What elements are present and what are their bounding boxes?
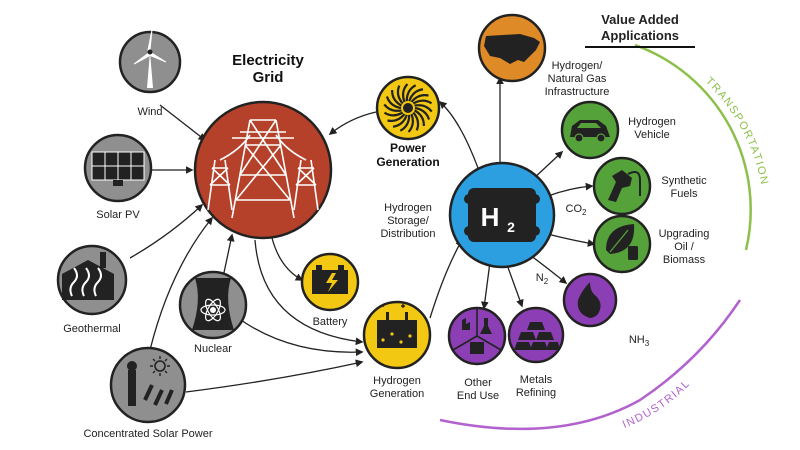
factory-flask-icon (452, 308, 502, 354)
transportation-arc-label: TRANSPORTATION (703, 75, 770, 187)
arrow-h2-synfuels (547, 182, 594, 197)
turbine-blade (410, 94, 429, 103)
hydrogen-generation-label: Hydrogen Generation (369, 375, 425, 400)
solar-panel-icon (91, 151, 145, 186)
arrow-wind-grid (159, 104, 207, 141)
infrastructure-node (477, 13, 547, 83)
turbine-blade (383, 103, 402, 112)
upgrading-label: Upgrading Oil / Biomass (658, 228, 710, 266)
ingots-icon (514, 322, 560, 350)
turbine-blade (414, 109, 425, 127)
metals-label: Metals Refining (515, 374, 557, 399)
turbine-blade (414, 104, 433, 113)
solar-pv-node (83, 133, 153, 203)
arrow-power-grid (328, 111, 377, 135)
geothermal-label: Geothermal (63, 323, 121, 335)
power-generation-node (375, 75, 441, 141)
co2-annotation: CO2 (565, 203, 587, 218)
arrow-csp-h2gen (185, 359, 364, 393)
turbine-icon (403, 103, 413, 113)
vehicle-node (560, 100, 620, 160)
h2-symbol: H (481, 202, 500, 232)
grid-node (193, 100, 333, 240)
nuclear-label: Nuclear (194, 343, 232, 355)
turbine-blade (412, 99, 433, 105)
csp-label: Concentrated Solar Power (83, 428, 213, 440)
arrow-grid-battery (271, 237, 304, 281)
grid-title: Electricity Grid (232, 52, 304, 86)
solar-tower-icon (127, 356, 174, 406)
arrow-h2-power (438, 100, 479, 169)
battery-label: Battery (312, 316, 348, 328)
arrow-nuclear-h2gen (237, 317, 364, 357)
hydrogen-node: H 2 (448, 161, 556, 269)
other-end-use-node (447, 306, 507, 366)
wind-node (118, 29, 182, 94)
electrolyzer-icon (377, 304, 417, 348)
h2-tank-icon: H 2 (464, 188, 540, 242)
industrial-arc (439, 299, 742, 431)
fuel-pump-icon (608, 170, 641, 202)
hydrogen-generation-node (362, 300, 432, 370)
transportation-arc (634, 43, 752, 251)
turbine-blade (387, 113, 406, 122)
turbine-blade (407, 113, 415, 133)
arrow-geothermal-grid (129, 203, 204, 259)
arrow-h2gen-h2 (429, 238, 463, 319)
battery-icon (312, 265, 348, 294)
other-end-use-label: Other End Use (456, 377, 500, 402)
turbine-blade (412, 111, 420, 131)
flame-icon (577, 282, 601, 318)
upgrading-node (592, 214, 652, 274)
value-added-title: Value Added Applications (585, 12, 695, 48)
usa-map-icon (484, 34, 540, 64)
geothermal-node (56, 244, 128, 316)
turbine-blade (383, 111, 404, 117)
power-generation-label: Power Generation (376, 141, 440, 169)
wind-turbine-icon (133, 29, 167, 88)
nh3-node (562, 272, 618, 328)
turbine-blade (399, 114, 411, 132)
turbine-blade (396, 85, 404, 105)
arrow-h2-metals (505, 261, 524, 308)
synthetic-fuels-node (592, 156, 652, 216)
solar-pv-label: Solar PV (96, 209, 140, 221)
wind-label: Wind (137, 106, 163, 118)
geothermal-plant-icon (62, 252, 114, 300)
infrastructure-label: Hydrogen/ Natural Gas Infrastructure (544, 60, 610, 98)
hydrogen-storage-label: Hydrogen Storage/ Distribution (380, 202, 436, 240)
turbine-blade (414, 106, 431, 120)
csp-node (109, 346, 187, 424)
transmission-towers-icon (207, 119, 319, 219)
nuclear-icon (192, 278, 234, 330)
metals-node (507, 306, 565, 364)
turbine-blade (401, 83, 409, 103)
leaf-barrel-icon (606, 224, 638, 260)
h2-subscript: 2 (507, 219, 515, 235)
arrow-h2-otheruse (480, 261, 491, 310)
nuclear-node (178, 270, 248, 340)
turbine-blade (385, 96, 402, 110)
car-icon (570, 120, 610, 143)
turbine-blade (405, 84, 417, 102)
vehicle-label: Hydrogen Vehicle (628, 116, 676, 141)
turbine-blade (392, 114, 408, 128)
nh3-label: NH3 (628, 334, 650, 349)
battery-node (300, 252, 360, 312)
arrow-csp-grid (149, 216, 213, 351)
synthetic-fuels-label: Synthetic Fuels (661, 175, 707, 200)
turbine-blade (391, 89, 402, 107)
arrow-grid-h2gen (254, 239, 364, 346)
turbine-blade (408, 88, 424, 102)
n2-annotation: N2 (535, 272, 549, 287)
